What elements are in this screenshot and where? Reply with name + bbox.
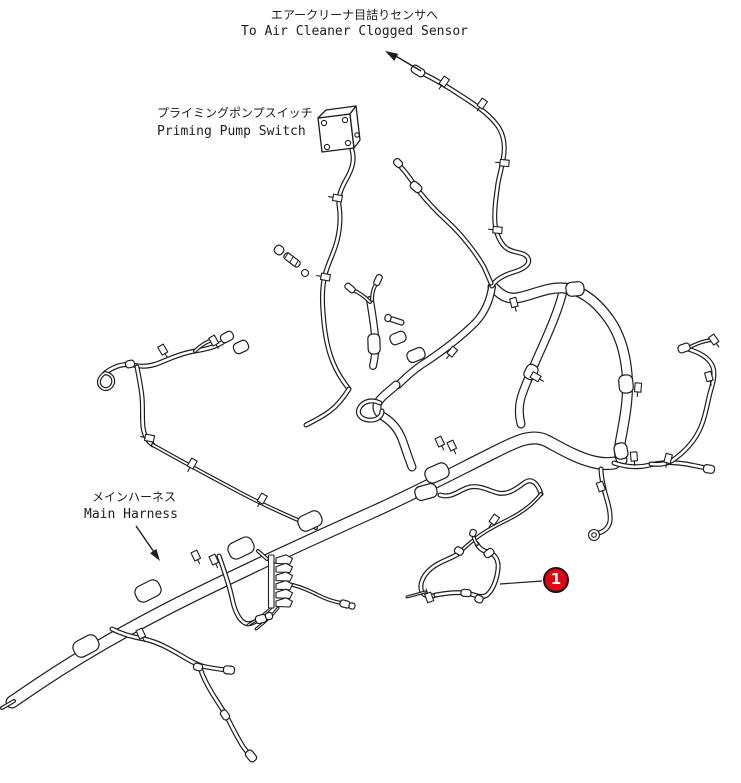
label-main-harness-jp: メインハーネス [92, 490, 177, 504]
callout-leader-line [499, 580, 543, 585]
bolt-icon [284, 252, 299, 267]
label-air-cleaner-sensor-en: To Air Cleaner Clogged Sensor [241, 24, 468, 39]
arrow-to-sensor [385, 51, 422, 72]
multi-pin-connector [267, 554, 294, 609]
callout-1-badge[interactable]: 1 [543, 567, 569, 593]
priming-pump-switch-shape [317, 105, 361, 153]
callout-1-number: 1 [550, 570, 562, 588]
label-priming-pump-switch-en: Priming Pump Switch [157, 124, 306, 139]
label-air-cleaner-sensor-jp: エアークリーナ目詰りセンサへ [270, 8, 439, 22]
clips-and-bands [72, 64, 720, 763]
bolt-circles [300, 116, 601, 542]
arrow-to-main-harness [135, 525, 160, 561]
label-main-harness-en: Main Harness [84, 507, 178, 522]
harness-wires [0, 71, 717, 759]
label-priming-pump-switch-jp: プライミングポンプスイッチ [157, 106, 313, 120]
